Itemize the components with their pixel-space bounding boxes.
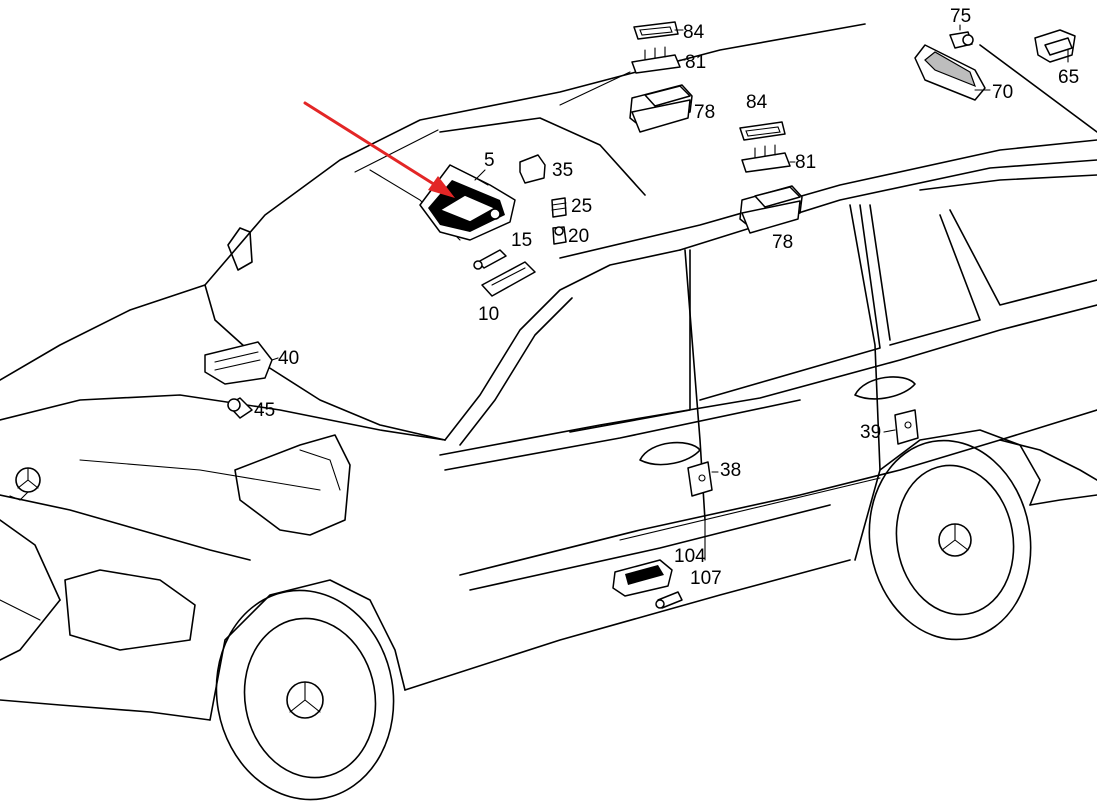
callout-84-middle: 84 <box>746 92 768 113</box>
part-75-bulb <box>949 31 974 49</box>
hood-star-emblem <box>9 467 41 501</box>
part-15-festoon-bulb <box>473 249 507 270</box>
part-65-switch <box>1034 29 1076 63</box>
callout-81-rear: 81 <box>685 52 706 73</box>
callout-78-middle: 78 <box>772 232 793 253</box>
part-45-bulb <box>227 397 253 419</box>
callout-75: 75 <box>950 6 971 27</box>
callout-40: 40 <box>278 348 299 369</box>
callout-70: 70 <box>992 82 1013 103</box>
front-seat <box>234 434 351 536</box>
callout-35: 35 <box>552 160 573 181</box>
part-20-bulb <box>552 226 567 245</box>
part-38-door-switch <box>687 461 713 497</box>
part-25-bulb-socket <box>551 197 567 218</box>
callout-15: 15 <box>511 230 532 251</box>
part-107-bulb <box>655 591 683 609</box>
callout-25: 25 <box>571 196 592 217</box>
part-40-lamp-housing <box>204 341 273 385</box>
part-35-cover <box>519 154 546 184</box>
callout-81-middle: 81 <box>795 152 816 173</box>
callout-labels: 84 81 78 75 70 65 84 81 78 5 35 25 20 15… <box>254 6 1079 589</box>
leader-lines <box>271 24 1069 473</box>
part-39-door-switch <box>894 409 919 445</box>
rear-wheel <box>868 439 1032 641</box>
front-wheel <box>215 589 395 801</box>
red-pointer-arrow <box>303 101 455 198</box>
part-78-reading-lamp-middle <box>739 185 803 234</box>
callout-10: 10 <box>478 304 499 325</box>
part-5-overhead-console <box>419 164 516 241</box>
part-84-gasket-rear <box>633 21 679 40</box>
callout-5: 5 <box>484 150 495 171</box>
callout-65: 65 <box>1058 67 1079 88</box>
callout-107: 107 <box>690 568 722 589</box>
part-10-lens <box>481 261 536 297</box>
callout-78-rear: 78 <box>694 102 715 123</box>
part-78-reading-lamp-rear <box>629 84 693 133</box>
part-84-gasket-middle <box>739 121 786 141</box>
callout-84-rear: 84 <box>683 22 705 43</box>
part-104-entry-lamp <box>612 519 706 597</box>
callout-20: 20 <box>568 226 589 247</box>
part-81-contact-middle <box>741 144 791 173</box>
callout-39: 39 <box>860 422 881 443</box>
callout-45: 45 <box>254 400 275 421</box>
car-body-outline <box>0 23 1097 721</box>
callout-38: 38 <box>720 460 741 481</box>
callout-104: 104 <box>674 546 706 567</box>
part-70-rear-lamp <box>914 44 986 101</box>
part-81-contact-rear <box>631 46 681 74</box>
